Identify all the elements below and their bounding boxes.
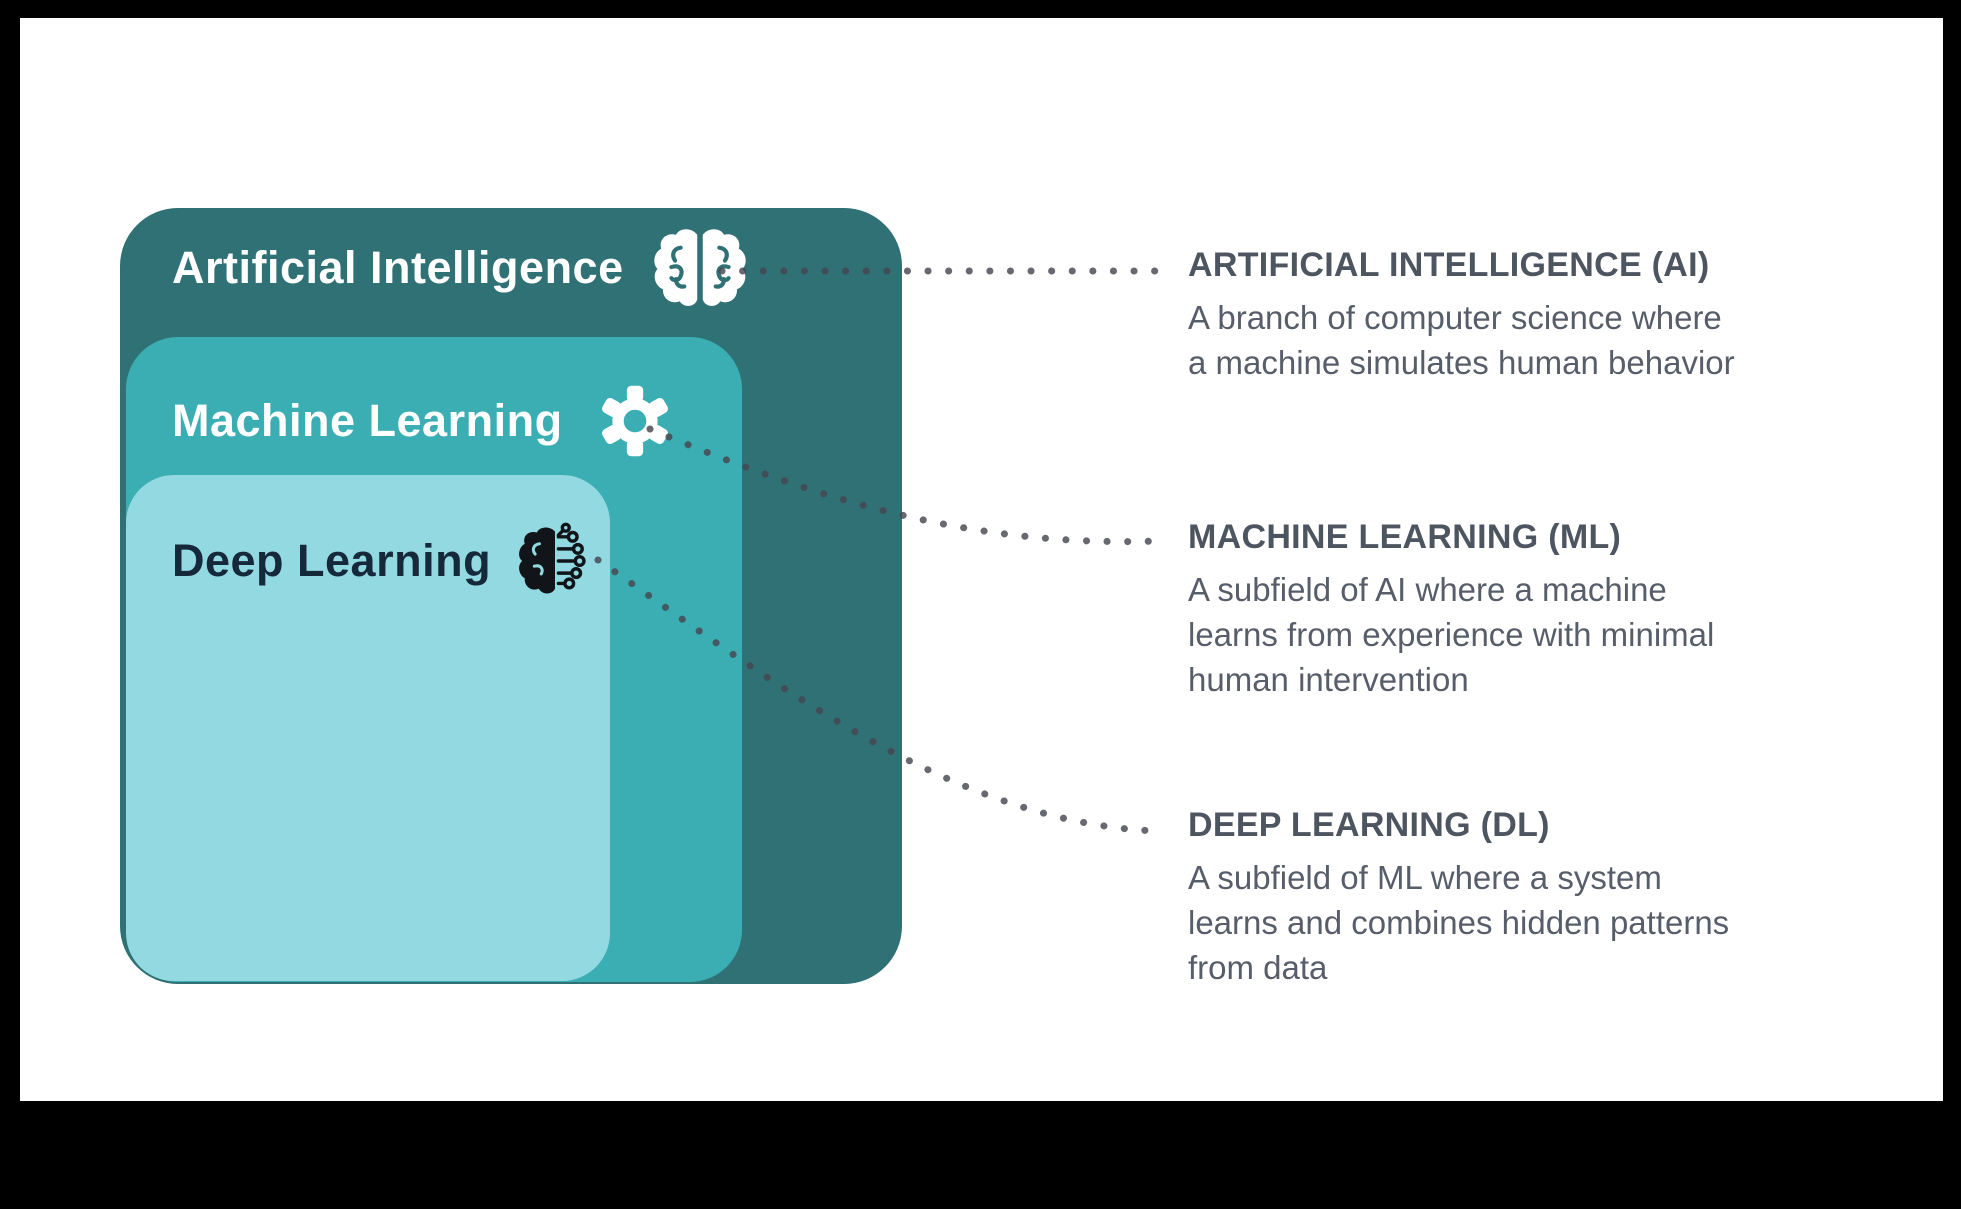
definition-line: A subfield of AI where a machine [1188, 571, 1667, 608]
circuit-brain-icon [517, 522, 593, 600]
ml-definition: MACHINE LEARNING (ML) A subfield of AI w… [1188, 518, 1918, 702]
definition-line: a machine simulates human behavior [1188, 344, 1735, 381]
definition-line: A subfield of ML where a system [1188, 859, 1662, 896]
brain-icon [652, 225, 748, 311]
definition-line: from data [1188, 949, 1328, 986]
ml-box-header: Machine Learning [172, 380, 673, 462]
definition-line: learns and combines hidden patterns [1188, 904, 1730, 941]
ml-box-label: Machine Learning [172, 395, 563, 446]
dl-box-label: Deep Learning [172, 535, 492, 586]
ml-definition-heading: MACHINE LEARNING (ML) [1188, 518, 1622, 556]
ai-definition-heading: ARTIFICIAL INTELLIGENCE (AI) [1188, 246, 1710, 284]
dl-definition: DEEP LEARNING (DL) A subfield of ML wher… [1188, 806, 1918, 990]
ai-definition: ARTIFICIAL INTELLIGENCE (AI) A branch of… [1188, 246, 1918, 385]
gear-icon [597, 383, 673, 459]
definition-line: human intervention [1188, 661, 1469, 698]
ai-box-label: Artificial Intelligence [172, 242, 624, 293]
definition-line: A branch of computer science where [1188, 299, 1722, 336]
dl-box-header: Deep Learning [172, 522, 593, 600]
dl-definition-heading: DEEP LEARNING (DL) [1188, 806, 1550, 844]
ai-box-header: Artificial Intelligence [172, 224, 748, 312]
definition-line: learns from experience with minimal [1188, 616, 1715, 653]
